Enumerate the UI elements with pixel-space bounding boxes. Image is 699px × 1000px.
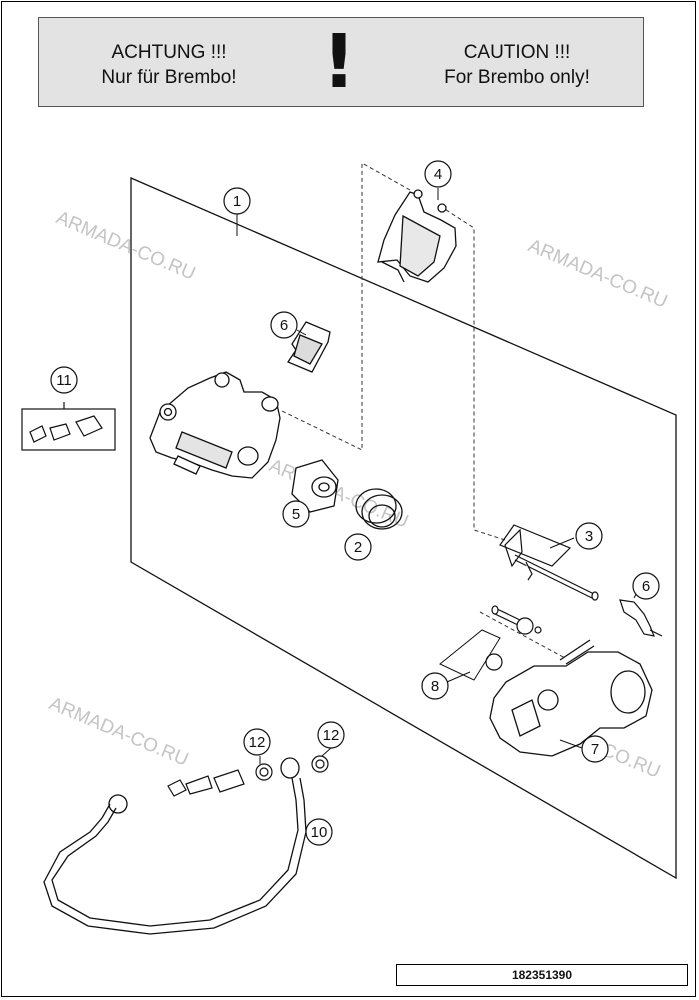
callout-7 [581, 735, 609, 763]
callout-6 [270, 311, 298, 339]
caliper-body [149, 371, 281, 479]
part-number-1: 1 [233, 193, 241, 210]
part-number-2: 2 [354, 539, 362, 556]
part-number-7: 7 [591, 741, 599, 758]
caution-german-title: ACHTUNG !!! [111, 42, 227, 63]
part-number-6: 6 [280, 317, 288, 334]
callout-4 [424, 160, 452, 188]
brake-hose [43, 757, 307, 935]
part-number-12: 12 [249, 734, 266, 751]
brake-pads [377, 189, 457, 283]
part-number-12: 12 [323, 727, 340, 744]
part-number-8: 8 [431, 678, 439, 695]
part-number-10: 10 [311, 824, 328, 841]
caution-german: ACHTUNG !!! Nur für Brembo! [49, 40, 289, 90]
caution-german-text: Nur für Brembo! [101, 67, 237, 88]
callouts [50, 160, 660, 846]
part-number-4: 4 [434, 166, 442, 183]
leader-lines [236, 188, 641, 764]
caution-english: CAUTION !!! For Brembo only! [397, 40, 637, 90]
bleeder-set [21, 402, 116, 451]
callout-10 [305, 818, 333, 846]
watermark-text: ARMADA-CO.RU [525, 235, 670, 312]
callout-3 [575, 522, 603, 550]
part-number-11: 11 [56, 372, 72, 389]
banjo-bolt-set [167, 755, 329, 797]
guide-pins [439, 605, 542, 681]
callout-6 [632, 572, 660, 600]
callout-8 [421, 672, 449, 700]
assembly-outline [130, 177, 677, 880]
callout-2 [344, 533, 372, 561]
pad-spring-loose [619, 599, 663, 637]
part-number-5: 5 [292, 506, 300, 523]
part-number-3: 3 [585, 528, 593, 545]
callout-11 [50, 366, 78, 394]
callout-12 [243, 728, 271, 756]
caliper-bracket [489, 639, 653, 757]
part-number-6: 6 [642, 578, 650, 595]
callout-1 [223, 187, 251, 215]
drawing-code: 182351390 [396, 964, 688, 986]
exclamation-icon: ! [322, 19, 356, 105]
piston [291, 459, 339, 513]
caution-banner: ACHTUNG !!! Nur für Brembo! ! CAUTION !!… [38, 17, 644, 107]
callout-5 [282, 500, 310, 528]
callout-12 [317, 721, 345, 749]
caution-english-title: CAUTION !!! [463, 42, 571, 63]
pad-pin-kit [499, 524, 599, 601]
guide-lines [279, 162, 566, 659]
pad-spring [287, 321, 331, 373]
watermark-text: ARMADA-CO.RU [46, 693, 191, 770]
caution-english-text: For Brembo only! [444, 67, 590, 88]
watermark-text: ARMADA-CO.RU [53, 207, 198, 284]
seal-ring [355, 488, 403, 530]
